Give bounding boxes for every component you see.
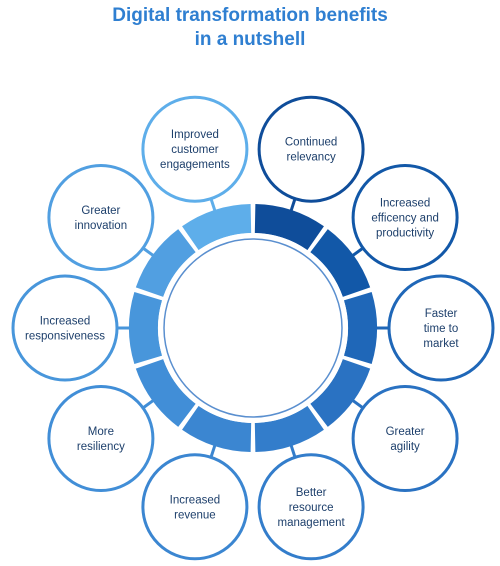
ring-segment-7 (135, 359, 196, 427)
ring-inner-outline (163, 238, 343, 418)
benefit-circle (141, 453, 249, 561)
benefit-circle (141, 95, 249, 203)
ring-inner-disc (158, 233, 348, 423)
benefit-circle (257, 95, 365, 203)
ring-segment-8 (129, 291, 163, 365)
benefit-circle (47, 385, 155, 493)
ring-segment-3 (343, 291, 378, 365)
benefit-circle (47, 163, 155, 271)
ring-segment-9 (135, 229, 196, 297)
ring-segment-6 (182, 405, 252, 452)
ring-segment-1 (254, 204, 324, 251)
diagram-title: Digital transformation benefits in a nut… (0, 4, 500, 52)
segment-ring (129, 204, 378, 452)
title-line-2: in a nutshell (194, 29, 306, 50)
ring-segment-10 (182, 204, 252, 251)
title-line-1: Digital transformation benefits (112, 5, 388, 26)
ring-segment-2 (310, 229, 371, 297)
benefit-circle (257, 453, 365, 561)
benefit-circle (351, 163, 459, 271)
benefit-circle (11, 274, 119, 382)
ring-segment-4 (310, 359, 371, 427)
benefit-circle (387, 274, 495, 382)
ring-segment-5 (254, 405, 324, 452)
benefit-circle (351, 385, 459, 493)
